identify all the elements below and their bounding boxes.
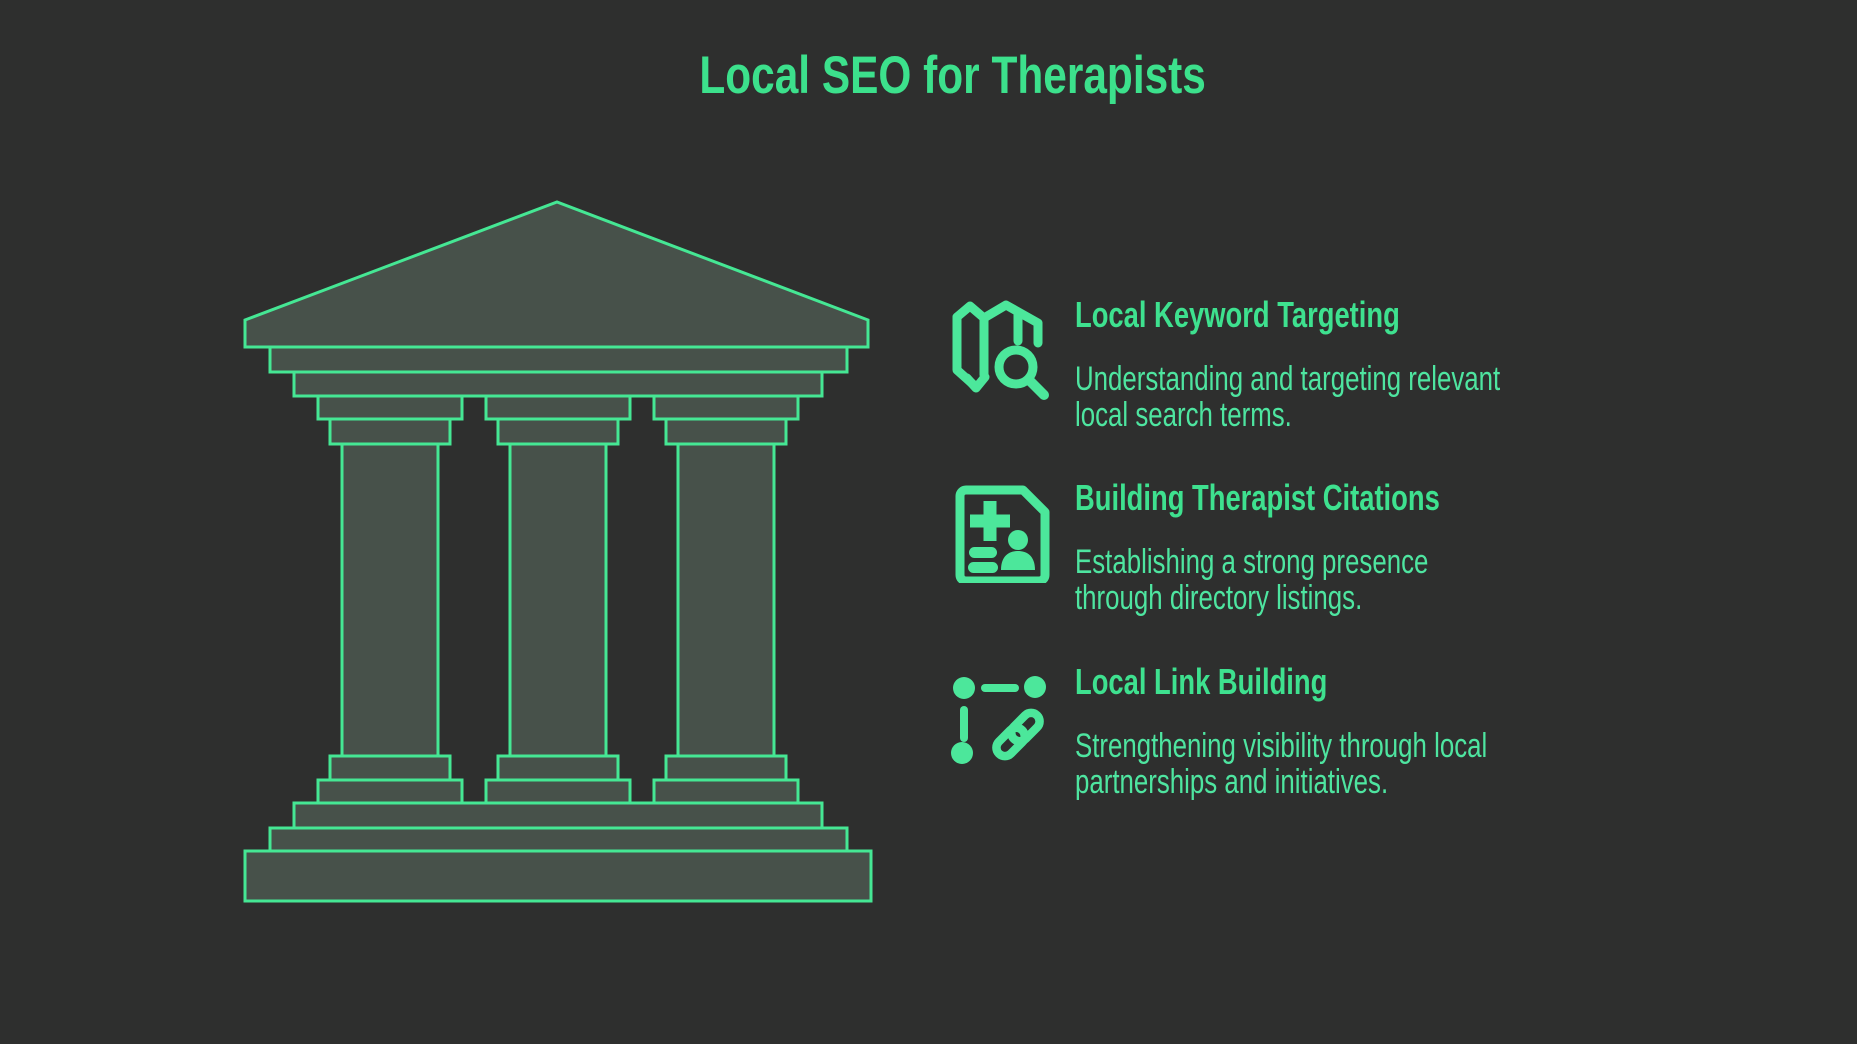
temple-column-right [652, 394, 800, 805]
list-item-building-therapist-citations: Building Therapist Citations Establishin… [950, 477, 1755, 617]
list-item-local-link-building: Local Link Building Strengthening visibi… [950, 661, 1755, 801]
link-building-icon [950, 667, 1050, 767]
temple-entablature [268, 345, 849, 398]
item-body: Establishing a strong presence through d… [1075, 543, 1429, 617]
item-text-block: Local Keyword Targeting Understanding an… [1075, 294, 1592, 434]
item-body: Understanding and targeting relevant loc… [1075, 360, 1501, 434]
title-row: Local SEO for Therapists [0, 49, 1857, 102]
item-heading: Local Keyword Targeting [1075, 294, 1400, 335]
temple-stylobate [243, 801, 873, 903]
map-search-icon [950, 300, 1050, 400]
citation-document-icon [950, 483, 1050, 586]
list-item-local-keyword-targeting: Local Keyword Targeting Understanding an… [950, 294, 1755, 434]
item-text-block: Building Therapist Citations Establishin… [1075, 477, 1592, 617]
temple-column-left [316, 394, 464, 805]
item-heading: Local Link Building [1075, 661, 1328, 702]
item-heading: Building Therapist Citations [1075, 477, 1440, 518]
item-text-block: Local Link Building Strengthening visibi… [1075, 661, 1592, 801]
temple-pediment [243, 200, 870, 349]
page-title: Local SEO for Therapists [699, 46, 1206, 105]
item-body: Strengthening visibility through local p… [1075, 727, 1488, 801]
temple-column-center [484, 394, 632, 805]
